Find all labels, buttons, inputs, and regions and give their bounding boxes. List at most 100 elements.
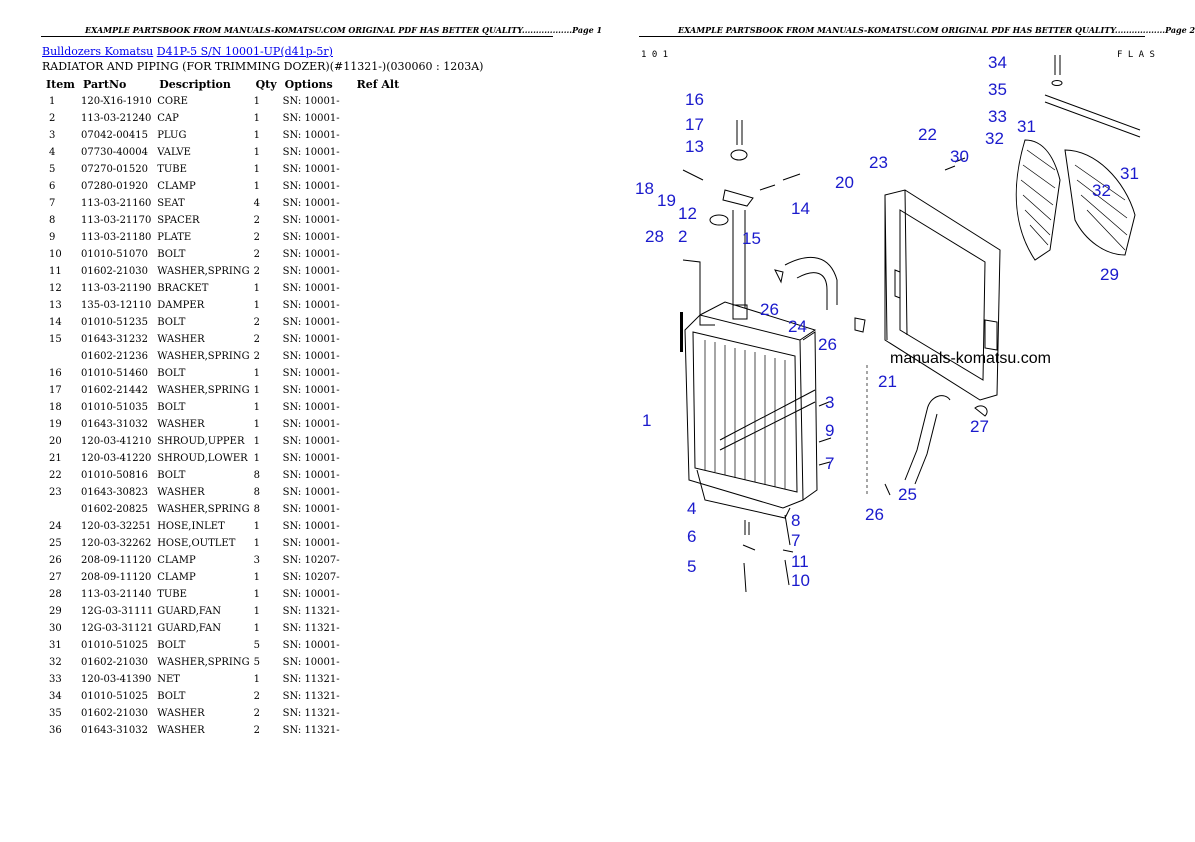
row-item-number: 31 [49,640,62,651]
row-description: SPACER [157,215,200,226]
row-item-number: 26 [49,555,62,566]
diagram-corner-label: F L A S [1117,50,1155,60]
row-quantity: 1 [253,96,260,107]
row-quantity: 4 [253,198,260,209]
callout: 9 [825,421,834,440]
row-description: BOLT [157,691,186,702]
parts-table-header: Item PartNo Description Qty Options Ref … [42,75,403,93]
row-ref-alt [353,365,404,382]
row-ref-alt [353,603,404,620]
row-quantity: 1 [253,113,260,124]
row-part-number: 135-03-12110 [81,300,152,311]
row-part-number: 01643-31232 [81,334,149,345]
row-part-number: 07270-01520 [81,164,149,175]
row-part-number: 01643-31032 [81,419,149,430]
row-options: SN: 10001- [282,351,340,362]
callout: 15 [742,229,761,248]
row-options: SN: 10001- [282,232,340,243]
row-part-number: 07042-00415 [81,130,149,141]
row-options: SN: 10001- [282,368,340,379]
row-part-number: 113-03-21240 [81,113,152,124]
row-description: BOLT [157,640,186,651]
page-2: EXAMPLE PARTSBOOK FROM MANUALS-KOMATSU.C… [595,0,1195,842]
hardware-drawing [742,55,1063,593]
row-quantity: 2 [253,708,260,719]
row-quantity: 2 [253,232,260,243]
row-item-number: 12 [49,283,62,294]
row-part-number: 12G-03-31111 [81,606,154,617]
row-options: SN: 10001- [282,453,340,464]
row-options: SN: 10001- [282,334,340,345]
row-options: SN: 10001- [282,164,340,175]
diagram-corner-label: 1 0 1 [641,50,668,60]
section-title: RADIATOR AND PIPING (FOR TRIMMING DOZER)… [42,60,484,73]
row-item-number: 35 [49,708,62,719]
row-ref-alt [353,450,404,467]
callout: 14 [791,199,810,218]
row-quantity: 1 [253,368,260,379]
row-part-number: 120-03-41210 [81,436,152,447]
callout: 7 [791,531,800,550]
callout: 18 [635,179,654,198]
row-item-number: 1 [49,96,56,107]
row-part-number: 113-03-21140 [81,589,152,600]
row-quantity: 1 [253,538,260,549]
row-description: SHROUD,LOWER [157,453,248,464]
callout: 16 [685,90,704,109]
row-description: TUBE [157,164,187,175]
row-quantity: 2 [253,215,260,226]
row-item-number: 6 [49,181,56,192]
row-quantity: 1 [253,300,260,311]
row-part-number: 01643-31032 [81,725,149,736]
row-item-number: 24 [49,521,62,532]
row-ref-alt [353,501,404,518]
row-ref-alt [353,484,404,501]
row-part-number: 113-03-21160 [81,198,152,209]
row-ref-alt [353,671,404,688]
row-item-number: 29 [49,606,62,617]
row-part-number: 208-09-11120 [81,572,152,583]
row-part-number: 01602-20825 [81,504,149,515]
row-options: SN: 10001- [282,147,340,158]
row-part-number: 01010-51460 [81,368,149,379]
row-description: WASHER,SPRING [157,657,250,668]
breadcrumb-link-model[interactable]: D41P-5 S/N 10001-UP(d41p-5r) [156,45,333,58]
row-quantity: 2 [253,249,260,260]
row-options: SN: 10207- [282,572,340,583]
row-part-number: 120-X16-1910 [81,96,152,107]
header-rule [41,36,553,37]
row-quantity: 1 [253,181,260,192]
breadcrumb-link-bulldozers[interactable]: Bulldozers Komatsu [42,45,154,58]
row-options: SN: 11321- [282,691,340,702]
row-ref-alt [353,620,404,637]
row-options: SN: 10001- [282,640,340,651]
row-description: CAP [157,113,179,124]
row-ref-alt [353,399,404,416]
filler-neck-drawing [682,120,801,326]
row-description: VALVE [157,147,191,158]
shroud-drawing [884,189,1001,401]
callout: 11 [791,552,809,571]
callout: 26 [760,300,779,319]
row-ref-alt [353,348,404,365]
row-item-number: 36 [49,725,62,736]
col-item-header: Item [46,77,75,91]
row-quantity: 1 [253,419,260,430]
callout: 6 [687,527,696,546]
row-options: SN: 10001- [282,181,340,192]
row-part-number: 01602-21236 [81,351,149,362]
row-item-number: 34 [49,691,62,702]
row-options: SN: 10001- [282,470,340,481]
row-item-number: 4 [49,147,56,158]
row-quantity: 2 [253,351,260,362]
row-quantity: 1 [253,453,260,464]
row-description: WASHER,SPRING [157,351,250,362]
